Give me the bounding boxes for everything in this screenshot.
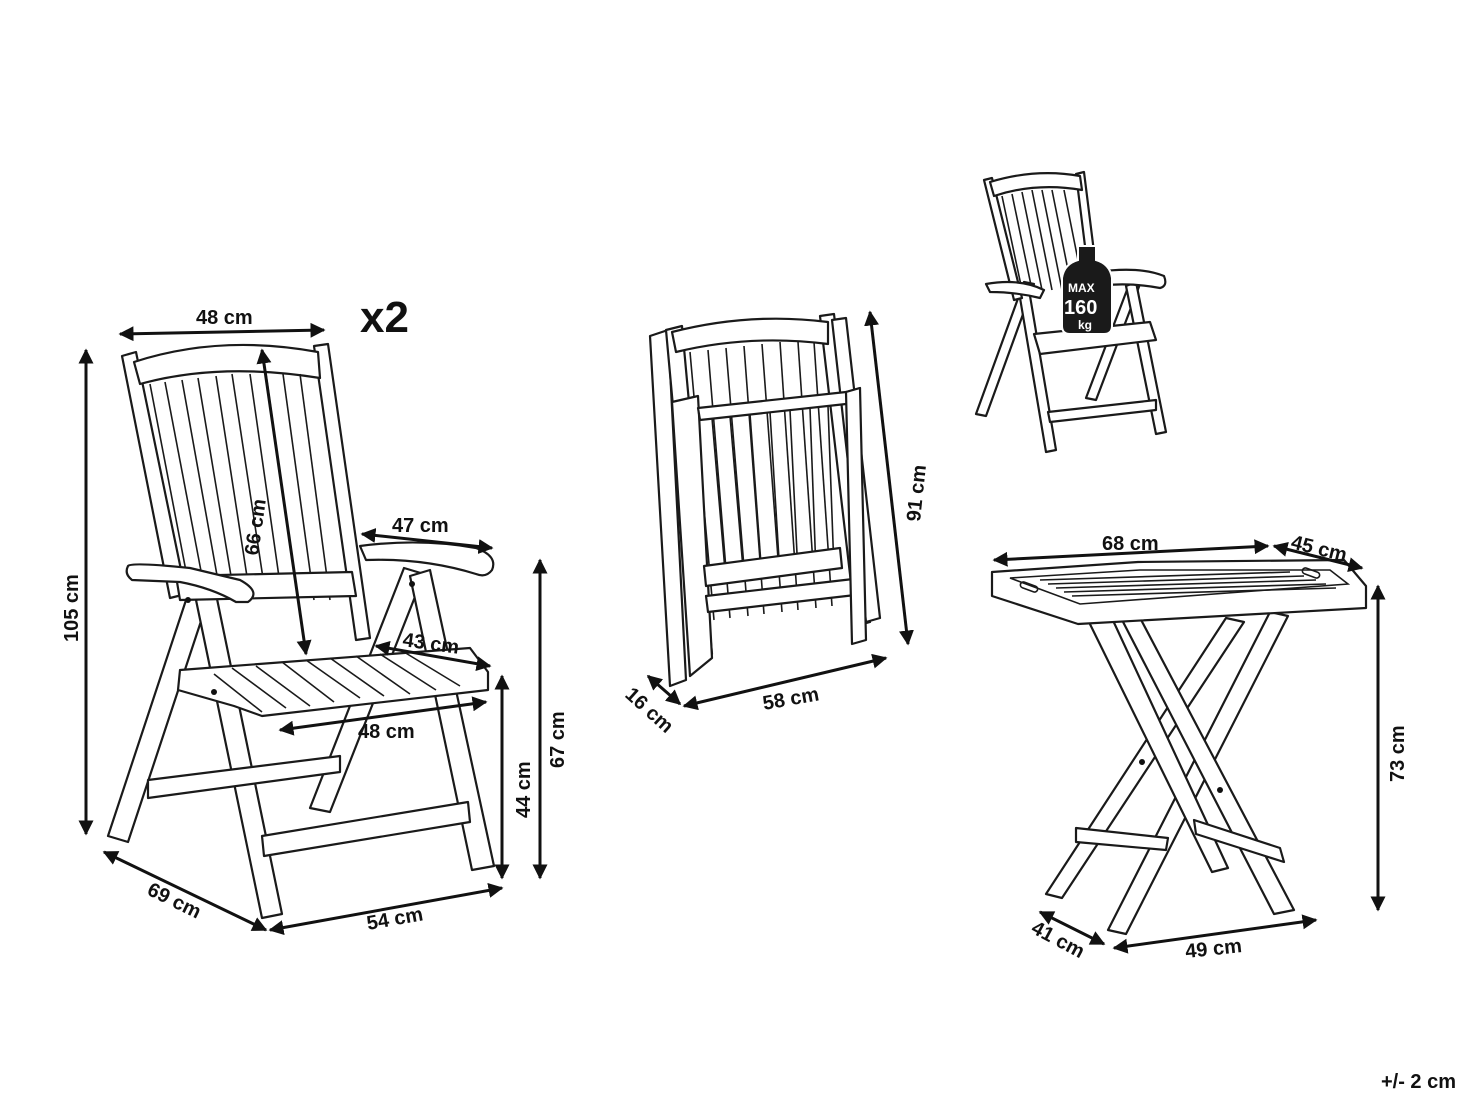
folded-chair-drawing [648, 312, 882, 688]
tolerance-note: +/- 2 cm [1380, 1071, 1456, 1093]
tray-width-label: 68 cm [1102, 533, 1159, 555]
chair-height-label: 105 cm [61, 574, 83, 642]
tray-height-label: 73 cm [1387, 725, 1409, 782]
tray-base-width-label: 49 cm [1184, 935, 1243, 963]
chair-drawing [106, 342, 496, 920]
load-badge-unit: kg [1078, 318, 1092, 332]
tray-base-depth-label: 41 cm [1028, 917, 1088, 963]
load-badge-max: MAX [1068, 281, 1095, 295]
chair-seat-width-label: 48 cm [358, 721, 415, 743]
load-badge: MAX 160 kg [1061, 245, 1113, 335]
chair-armrest-height-label: 67 cm [547, 711, 569, 768]
load-chair-drawing [974, 170, 1168, 454]
folded-height-label: 91 cm [903, 464, 931, 523]
chair-backrest-height-label: 66 cm [241, 497, 271, 556]
quantity-label: x2 [360, 293, 409, 342]
chair-armrest-length-label: 47 cm [392, 515, 449, 537]
tray-table-dimension-lines [992, 539, 1386, 954]
folded-depth-label: 16 cm [621, 683, 678, 737]
load-badge-value: 160 [1064, 297, 1097, 319]
folded-width-label: 58 cm [761, 683, 821, 715]
tray-table-drawing [990, 558, 1368, 936]
chair-seat-height-label: 44 cm [513, 761, 535, 818]
chair-dimension-lines [78, 322, 548, 935]
chair-width-base-label: 54 cm [365, 903, 425, 935]
chair-width-top-label: 48 cm [196, 307, 253, 329]
folded-chair-dimension-lines [646, 310, 914, 711]
